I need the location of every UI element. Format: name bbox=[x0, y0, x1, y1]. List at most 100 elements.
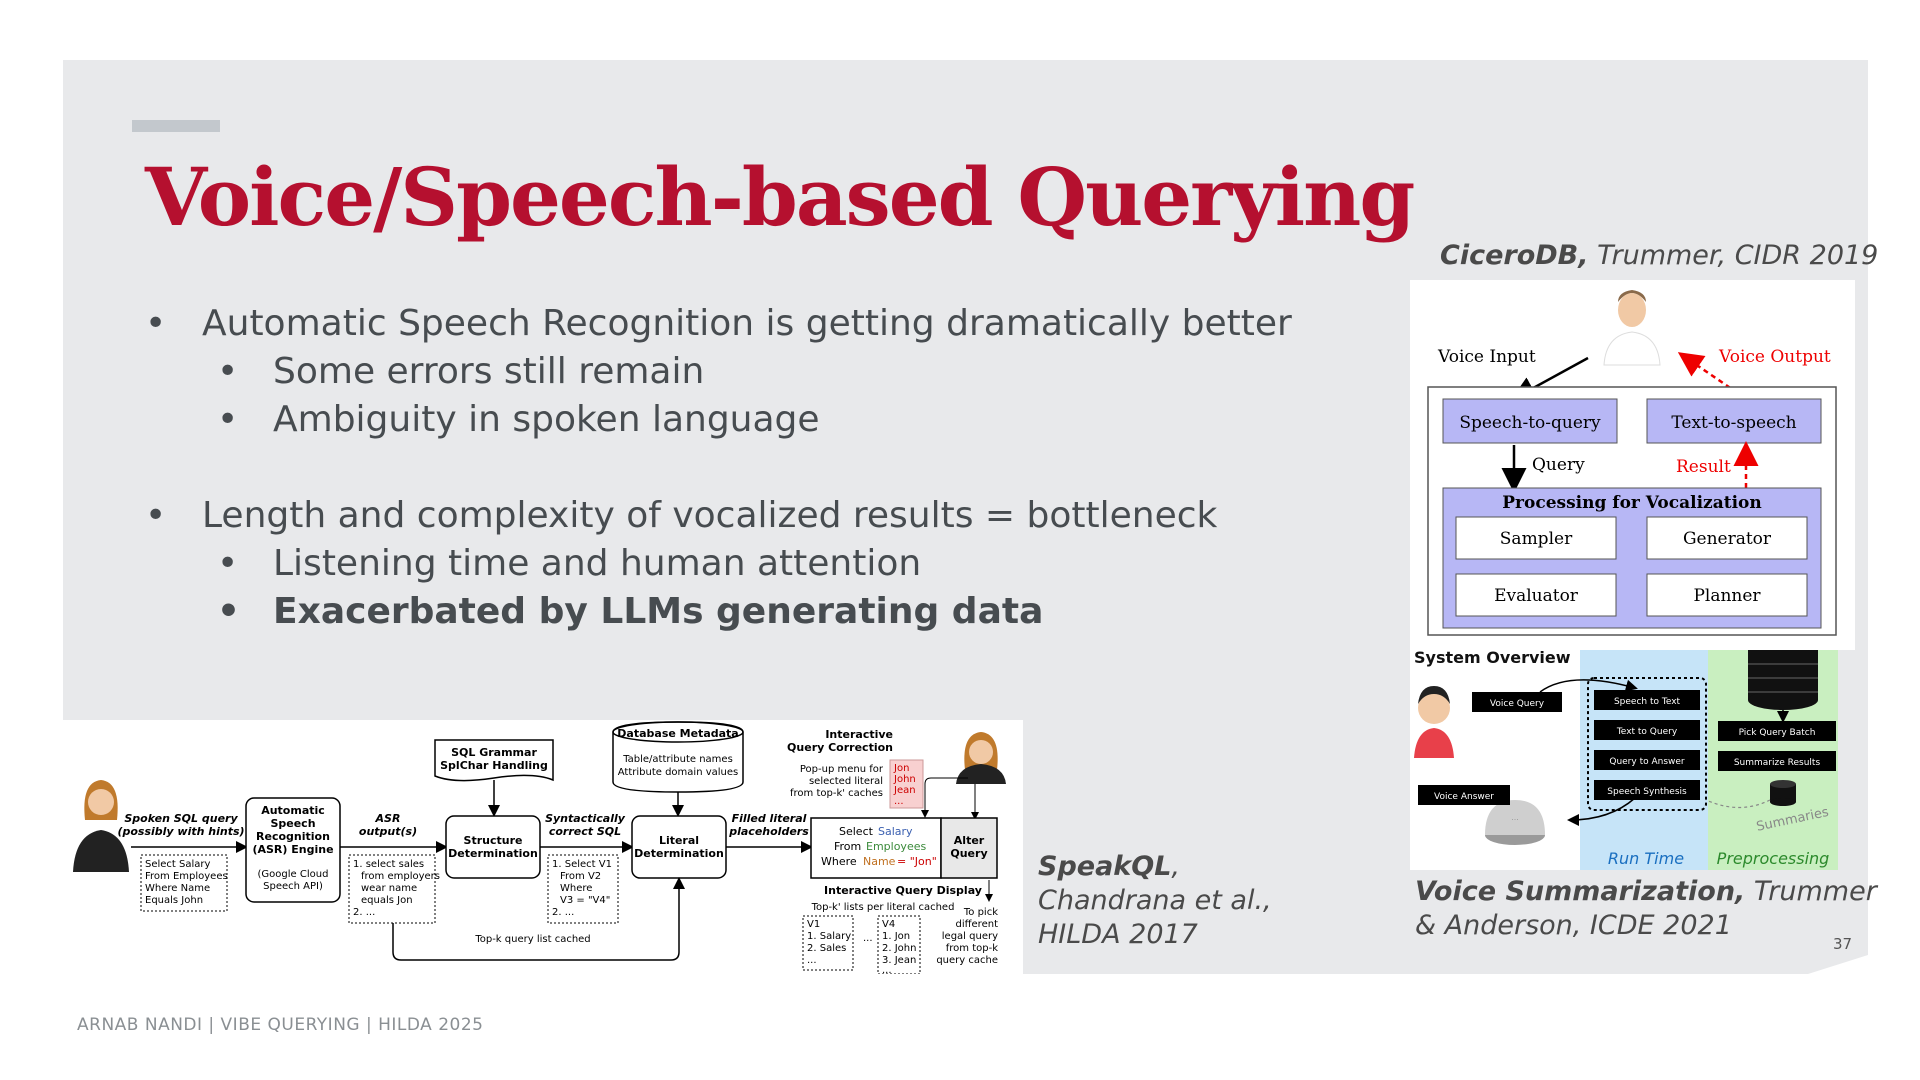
svg-text:Where: Where bbox=[560, 883, 592, 894]
speaker-dots: ... bbox=[1511, 813, 1519, 822]
bullet-ambiguity: Ambiguity in spoken language bbox=[145, 396, 1345, 444]
topk-cached-label: Top-k query list cached bbox=[474, 934, 590, 945]
processing-for-vocalization: Processing for Vocalization bbox=[1502, 493, 1761, 513]
interactive-query-correction-label: Interactive bbox=[825, 728, 893, 741]
text-to-speech-box: Text-to-speech bbox=[1671, 413, 1796, 433]
query-label: Query bbox=[1532, 455, 1585, 475]
svg-text:query cache: query cache bbox=[936, 955, 998, 966]
database-metadata-box: Database Metadata bbox=[617, 727, 738, 740]
svg-text:Speech API): Speech API) bbox=[263, 881, 323, 892]
svg-text:Attribute domain values: Attribute domain values bbox=[618, 767, 739, 778]
voice-summarization-caption: Voice Summarization, Trummer & Anderson,… bbox=[1415, 876, 1877, 941]
person-icon bbox=[1414, 686, 1454, 758]
to-pick-note: To pick bbox=[963, 907, 998, 918]
svg-text:wear name: wear name bbox=[361, 883, 417, 894]
planner-box: Planner bbox=[1693, 586, 1761, 606]
interactive-query-display-label: Interactive Query Display bbox=[824, 884, 982, 897]
speakql-authors: Chandrana et al., bbox=[1038, 885, 1272, 916]
generator-box: Generator bbox=[1683, 529, 1772, 549]
speakql-figure: Spoken SQL query (possibly with hints) S… bbox=[63, 720, 1023, 974]
run-time-label: Run Time bbox=[1608, 849, 1684, 868]
structure-determination-box: Structure bbox=[464, 834, 523, 847]
svg-text:Name: Name bbox=[863, 855, 896, 868]
svg-text:2. Sales: 2. Sales bbox=[807, 943, 846, 954]
asr-engine-box: Automatic bbox=[261, 804, 325, 817]
literal-determination-box: Literal bbox=[659, 834, 699, 847]
preprocessing-label: Preprocessing bbox=[1717, 849, 1830, 868]
slide-title: Voice/Speech-based Querying bbox=[145, 150, 1415, 244]
system-overview-title: System Overview bbox=[1414, 650, 1571, 667]
svg-text:selected literal: selected literal bbox=[809, 776, 883, 787]
svg-text:Equals John: Equals John bbox=[145, 895, 203, 906]
svg-text:3. Jean: 3. Jean bbox=[882, 955, 916, 966]
voicesum-name: Voice Summarization, bbox=[1415, 876, 1746, 907]
bullet-llms: Exacerbated by LLMs generating data bbox=[145, 588, 1345, 636]
svg-text:Query Correction: Query Correction bbox=[787, 741, 893, 754]
spoken-sql-query-label: Spoken SQL query bbox=[124, 812, 238, 825]
svg-text:V3 = "V4": V3 = "V4" bbox=[560, 895, 610, 906]
svg-text:legal query: legal query bbox=[942, 931, 998, 942]
svg-text:correct SQL: correct SQL bbox=[549, 825, 621, 838]
svg-text:from top-k: from top-k bbox=[946, 943, 998, 954]
voice-answer-box: Voice Answer bbox=[1434, 792, 1494, 802]
svg-text:Determination: Determination bbox=[634, 847, 724, 860]
voice-output-label: Voice Output bbox=[1718, 347, 1831, 367]
svg-text:Jean: Jean bbox=[893, 785, 916, 796]
cicerodb-citation: Trummer, CIDR 2019 bbox=[1588, 240, 1879, 271]
sql-grammar-box: SQL Grammar bbox=[451, 746, 537, 759]
svg-text:V4: V4 bbox=[882, 919, 895, 930]
svg-text:output(s): output(s) bbox=[359, 825, 417, 838]
speakql-venue: HILDA 2017 bbox=[1038, 919, 1198, 950]
svg-text:Where: Where bbox=[821, 855, 857, 868]
svg-text:2. John: 2. John bbox=[882, 943, 916, 954]
sampler-box: Sampler bbox=[1500, 529, 1573, 549]
svg-text:2. ...: 2. ... bbox=[552, 907, 574, 918]
evaluator-box: Evaluator bbox=[1494, 586, 1579, 606]
woman-icon bbox=[73, 780, 129, 872]
query-to-answer-box: Query to Answer bbox=[1609, 757, 1685, 767]
svg-text:Select Salary: Select Salary bbox=[145, 859, 211, 870]
cicerodb-name: CiceroDB, bbox=[1440, 240, 1589, 271]
svg-text:placeholders: placeholders bbox=[728, 825, 809, 838]
svg-text:Speech: Speech bbox=[270, 817, 315, 830]
svg-text:= "Jon": = "Jon" bbox=[897, 855, 937, 868]
voice-summarization-figure: System Overview ... Voice Query Voice An… bbox=[1410, 650, 1838, 870]
asr-outputs-label: ASR bbox=[375, 812, 401, 825]
query-display-select: Select bbox=[839, 825, 874, 838]
page-number: 37 bbox=[1833, 935, 1853, 953]
speech-to-query-box: Speech-to-query bbox=[1459, 413, 1601, 433]
filled-literal-label: Filled literal bbox=[732, 812, 807, 825]
svg-text:Table/attribute names: Table/attribute names bbox=[622, 754, 733, 765]
svg-text:Determination: Determination bbox=[448, 847, 538, 860]
svg-text:V1: V1 bbox=[807, 919, 820, 930]
summarize-results-box: Summarize Results bbox=[1734, 758, 1821, 768]
svg-text:(possibly with hints): (possibly with hints) bbox=[117, 825, 244, 838]
svg-text:(Google Cloud: (Google Cloud bbox=[258, 869, 329, 880]
voicesum-venue: & Anderson, ICDE 2021 bbox=[1415, 910, 1732, 941]
database-icon bbox=[1748, 650, 1818, 710]
speech-synthesis-box: Speech Synthesis bbox=[1607, 787, 1687, 797]
text-to-query-box: Text to Query bbox=[1616, 727, 1678, 737]
bullet-errors: Some errors still remain bbox=[145, 348, 1345, 396]
speech-to-text-box: Speech to Text bbox=[1614, 697, 1681, 707]
svg-text:1. select sales: 1. select sales bbox=[353, 859, 424, 870]
svg-text:1. Select V1: 1. Select V1 bbox=[552, 859, 612, 870]
svg-text:Recognition: Recognition bbox=[256, 830, 330, 843]
svg-text:(ASR) Engine: (ASR) Engine bbox=[252, 843, 333, 856]
svg-text:from top-k' caches: from top-k' caches bbox=[790, 788, 883, 799]
bullet-list: Automatic Speech Recognition is getting … bbox=[145, 300, 1345, 636]
svg-text:Pop-up menu for: Pop-up menu for bbox=[800, 764, 884, 775]
svg-text:Salary: Salary bbox=[878, 825, 913, 838]
cicerodb-figure: Voice Input Voice Output Speech-to-query… bbox=[1410, 280, 1855, 650]
svg-text:...: ... bbox=[807, 955, 817, 966]
title-accent-bar bbox=[132, 120, 220, 132]
svg-text:2. ...: 2. ... bbox=[353, 907, 375, 918]
result-label: Result bbox=[1676, 457, 1731, 477]
svg-text:John: John bbox=[893, 774, 916, 785]
svg-text:From Employees: From Employees bbox=[145, 871, 228, 882]
alter-query-button: Alter bbox=[954, 834, 985, 847]
bullet-listening: Listening time and human attention bbox=[145, 540, 1345, 588]
speakql-caption: SpeakQL, Chandrana et al., HILDA 2017 bbox=[1038, 851, 1272, 950]
voice-query-box: Voice Query bbox=[1490, 699, 1545, 709]
speaker-icon: ... bbox=[1485, 800, 1545, 845]
